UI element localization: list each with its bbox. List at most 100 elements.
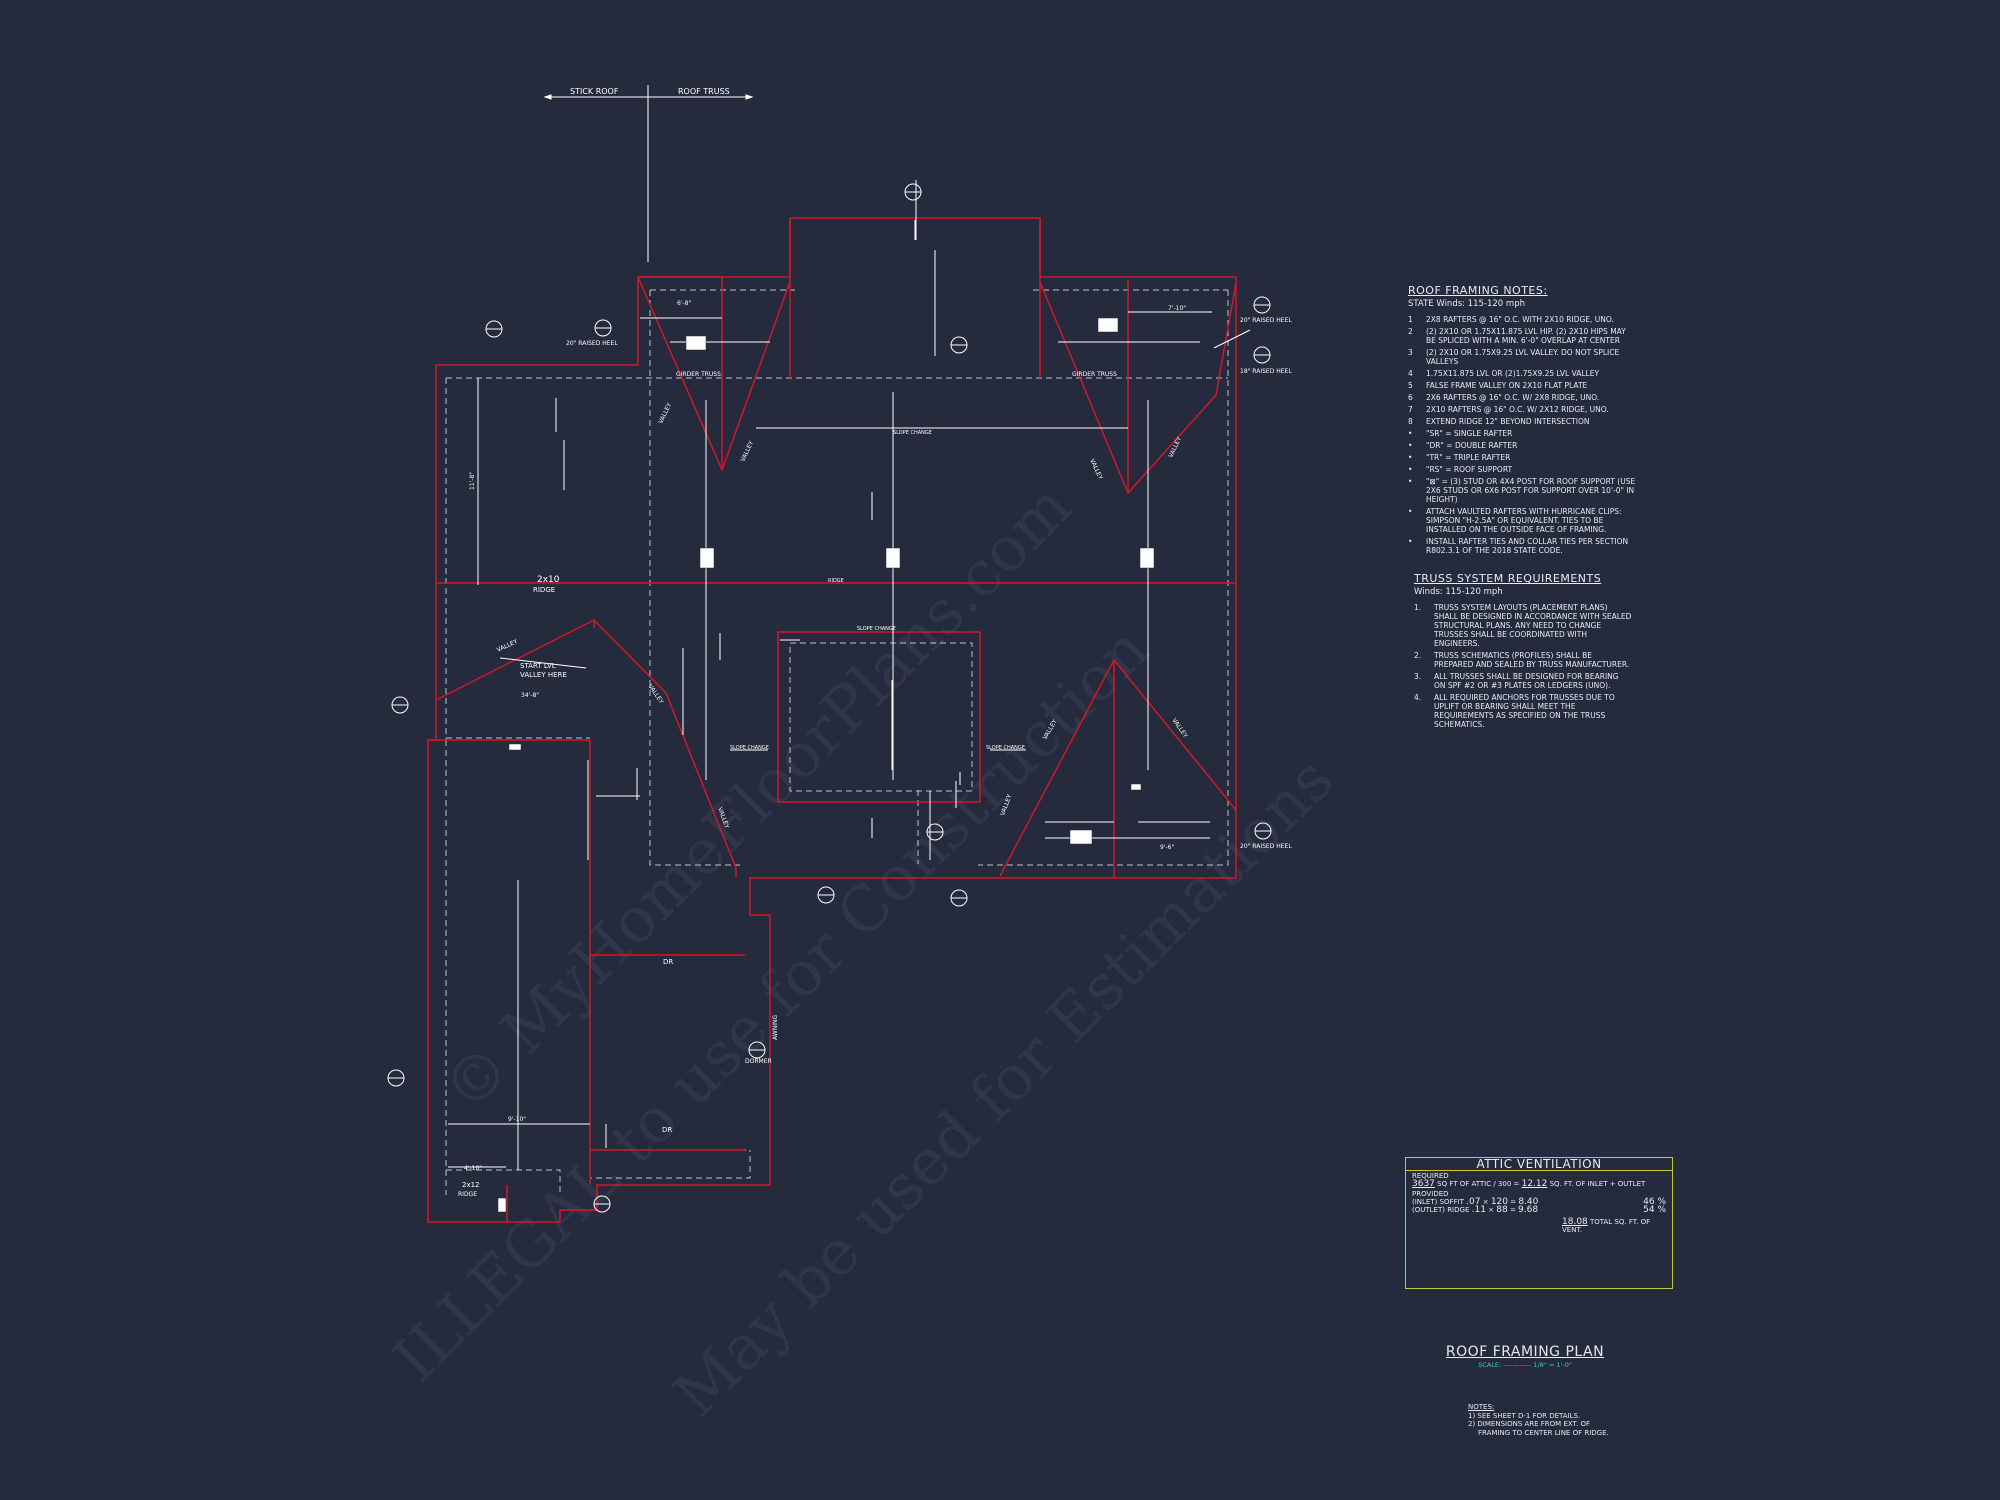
vent-inlet-pct: 46 % <box>1643 1197 1666 1207</box>
roof-notes-item: 5 FALSE FRAME VALLEY ON 2x10 FLAT PLATE <box>1408 381 1636 390</box>
roof-notes-item-text: INSTALL RAFTER TIES AND COLLAR TIES PER … <box>1426 537 1629 555</box>
truss-notes-item: 2.TRUSS SCHEMATICS (PROFILES) SHALL BE P… <box>1414 651 1632 669</box>
dim-34-8: 34'-8" <box>521 692 539 699</box>
roof-notes-item-text: (2) 2x10 OR 1.75x11.875 LVL HIP. (2) 2x1… <box>1426 327 1626 345</box>
roof-notes-item: 62x6 RAFTERS @ 16" O.C. W/ 2x8 RIDGE, UN… <box>1408 393 1636 402</box>
general-notes: NOTES: 1) SEE SHEET D-1 FOR DETAILS. 2) … <box>1468 1403 1609 1437</box>
vent-total-unit: TOTAL SQ. FT. OF VENT. <box>1562 1218 1651 1234</box>
roof-notes-item-text: 2x10 RAFTERS @ 16" O.C. W/ 2x12 RIDGE, U… <box>1426 405 1609 414</box>
raised-heel-right-18: 18" RAISED HEEL <box>1240 368 1292 375</box>
roof-notes-list: 12x8 RAFTERS @ 16" O.C. WITH 2x10 RIDGE,… <box>1408 315 1636 555</box>
stick-roof-label: STICK ROOF <box>570 87 619 96</box>
valley-label-2: VALLEY <box>739 440 755 463</box>
roof-notes-item: •"RS" = ROOF SUPPORT <box>1408 465 1636 474</box>
dim-9-10: 9'-10" <box>508 1116 526 1123</box>
plan-scale: SCALE: ------------ 1/8" = 1'-0" <box>1478 1361 1572 1369</box>
roof-notes-item-number: 4 <box>1408 369 1413 378</box>
roof-truss-label: ROOF TRUSS <box>678 87 730 96</box>
truss-system-requirements: TRUSS SYSTEM REQUIREMENTS Winds: 115-120… <box>1414 572 1632 732</box>
dim-9-6: 9'-6" <box>1160 844 1174 851</box>
roof-notes-item-text: "RS" = ROOF SUPPORT <box>1426 465 1513 474</box>
girder-truss-right: GIRDER TRUSS <box>1072 371 1117 378</box>
valley-label-6: VALLEY <box>646 683 665 705</box>
girder-truss-left: GIRDER TRUSS <box>676 371 721 378</box>
roof-notes-item-number: • <box>1408 537 1413 546</box>
vent-outlet-label: (OUTLET) RIDGE <box>1412 1206 1470 1214</box>
vent-inlet-row: (INLET) SOFFIT .07 × 120 = 8.40 46 % <box>1412 1197 1666 1207</box>
roof-notes-item: 2 (2) 2x10 OR 1.75x11.875 LVL HIP. (2) 2x… <box>1408 327 1636 345</box>
vent-required-sqft: 3637 <box>1412 1179 1435 1189</box>
roof-notes-item-number: • <box>1408 429 1413 438</box>
roof-notes-item-number: 3 <box>1408 348 1413 357</box>
roof-notes-item-text: FALSE FRAME VALLEY ON 2x10 FLAT PLATE <box>1426 381 1588 390</box>
double-rafter-bottom: DR <box>662 1126 672 1134</box>
roof-notes-item: 12x8 RAFTERS @ 16" O.C. WITH 2x10 RIDGE,… <box>1408 315 1636 324</box>
ridge-main-label: RIDGE <box>533 586 555 594</box>
dormer-label: DORMER <box>745 1058 772 1065</box>
vent-outlet-pct: 54 % <box>1643 1205 1666 1215</box>
truss-notes-item-number: 3. <box>1414 672 1422 681</box>
vent-total-row: 18.08 TOTAL SQ. FT. OF VENT. <box>1412 1217 1666 1235</box>
truss-notes-item: 4.ALL REQUIRED ANCHORS FOR TRUSSES DUE T… <box>1414 693 1632 729</box>
valley-label-9: VALLEY <box>1170 717 1189 739</box>
roof-notes-item-number: 2 <box>1408 327 1413 336</box>
dim-4-10: 4'-10" <box>464 1165 482 1172</box>
roof-notes-item-text: EXTEND RIDGE 12" BEYOND INTERSECTION <box>1426 417 1590 426</box>
dim-11-8: 11'-8" <box>469 472 476 490</box>
roof-notes-item-number: 7 <box>1408 405 1413 414</box>
watermark: © MyHomeFloorPlans.com ILLEGAL to use fo… <box>379 469 1347 1430</box>
general-notes-heading: NOTES: <box>1468 1403 1495 1411</box>
vent-required-divisor: SQ FT OF ATTIC / 300 = <box>1437 1180 1520 1188</box>
general-note-3: FRAMING TO CENTER LINE OF RIDGE. <box>1478 1428 1609 1437</box>
valley-label-1: VALLEY <box>657 402 673 425</box>
framing-lines <box>448 220 1251 1170</box>
roof-notes-item-text: (2) 2x10 OR 1.75x9.25 LVL VALLEY. DO NOT… <box>1426 348 1620 366</box>
roof-notes-item: •"DR" = DOUBLE RAFTER <box>1408 441 1636 450</box>
roof-notes-item: 8 EXTEND RIDGE 12" BEYOND INTERSECTION <box>1408 417 1636 426</box>
roof-notes-item-number: 5 <box>1408 381 1413 390</box>
valley-label-3: VALLEY <box>1088 458 1104 481</box>
raised-heel-right-top: 20" RAISED HEEL <box>1240 317 1292 324</box>
roof-notes-item: •ATTACH VAULTED RAFTERS WITH HURRICANE C… <box>1408 507 1636 534</box>
vent-required-unit: SQ. FT. OF INLET + OUTLET <box>1549 1180 1646 1188</box>
roof-notes-item-number: • <box>1408 441 1413 450</box>
roof-notes-item: 7 2x10 RAFTERS @ 16" O.C. W/ 2x12 RIDGE, … <box>1408 405 1636 414</box>
roof-notes-item-text: "TR" = TRIPLE RAFTER <box>1426 453 1511 462</box>
roof-notes-item-text: 1.75x11.875 LVL OR (2)1.75x9.25 LVL VALL… <box>1426 369 1600 378</box>
roof-notes-title: ROOF FRAMING NOTES: <box>1408 284 1548 297</box>
vent-total-value: 18.08 <box>1562 1217 1588 1227</box>
roof-notes-item-text: "SR" = SINGLE RAFTER <box>1426 429 1513 438</box>
slope-change-right: SLOPE CHANGE <box>986 745 1025 751</box>
roof-notes-item-text: 2x6 RAFTERS @ 16" O.C. W/ 2x8 RIDGE, UNO… <box>1426 393 1600 402</box>
truss-notes-item-text: TRUSS SYSTEM LAYOUTS (PLACEMENT PLANS) S… <box>1434 603 1632 648</box>
vent-provided-label: PROVIDED <box>1412 1190 1449 1198</box>
roof-notes-item-text: "⊠" = (3) STUD OR 4x4 POST FOR ROOF SUPP… <box>1426 477 1636 504</box>
general-note-2: 2) DIMENSIONS ARE FROM EXT. OF <box>1468 1420 1590 1428</box>
roof-notes-item-number: 8 <box>1408 417 1413 426</box>
valley-here-label: VALLEY HERE <box>520 671 567 679</box>
rafter-arrows <box>563 180 957 838</box>
vent-outlet-row: (OUTLET) RIDGE .11 × 88 = 9.68 54 % <box>1412 1205 1666 1215</box>
ridge-center-label: RIDGE <box>828 578 844 584</box>
roof-notes-item: •"⊠" = (3) STUD OR 4x4 POST FOR ROOF SUP… <box>1408 477 1636 504</box>
ridge-2x10-label: 2x10 <box>537 575 560 585</box>
start-lvl-label: START LVL <box>520 662 556 670</box>
roof-notes-item-text: ATTACH VAULTED RAFTERS WITH HURRICANE CL… <box>1426 507 1622 534</box>
dim-7-10: 7'-10" <box>1168 305 1186 312</box>
truss-notes-subtitle: Winds: 115-120 mph <box>1414 587 1503 597</box>
vent-inlet-linear: 120 <box>1490 1197 1509 1207</box>
vent-required-label: REQUIRED <box>1412 1172 1449 1180</box>
roof-notes-item: 3 (2) 2x10 OR 1.75x9.25 LVL VALLEY. DO NO… <box>1408 348 1636 366</box>
general-note-1: 1) SEE SHEET D-1 FOR DETAILS. <box>1468 1411 1581 1420</box>
vent-required-result: 12.12 <box>1521 1179 1548 1189</box>
vent-outlet-linear: 88 <box>1496 1205 1508 1215</box>
truss-notes-item-number: 2. <box>1414 651 1422 660</box>
vent-required-row: REQUIRED 3637 SQ FT OF ATTIC / 300 = 12.… <box>1406 1171 1672 1189</box>
truss-notes-item: 3.ALL TRUSSES SHALL BE DESIGNED FOR BEAR… <box>1414 672 1632 690</box>
roof-notes-item: • INSTALL RAFTER TIES AND COLLAR TIES PER… <box>1408 537 1636 555</box>
double-rafter-top: DR <box>663 958 673 966</box>
roof-notes-item: 4 1.75x11.875 LVL OR (2)1.75x9.25 LVL VAL… <box>1408 369 1636 378</box>
vent-inlet-label: (INLET) SOFFIT <box>1412 1198 1464 1206</box>
roof-notes-subtitle: STATE Winds: 115-120 mph <box>1408 299 1525 309</box>
slope-change-top: SLOPE CHANGE <box>893 430 932 436</box>
